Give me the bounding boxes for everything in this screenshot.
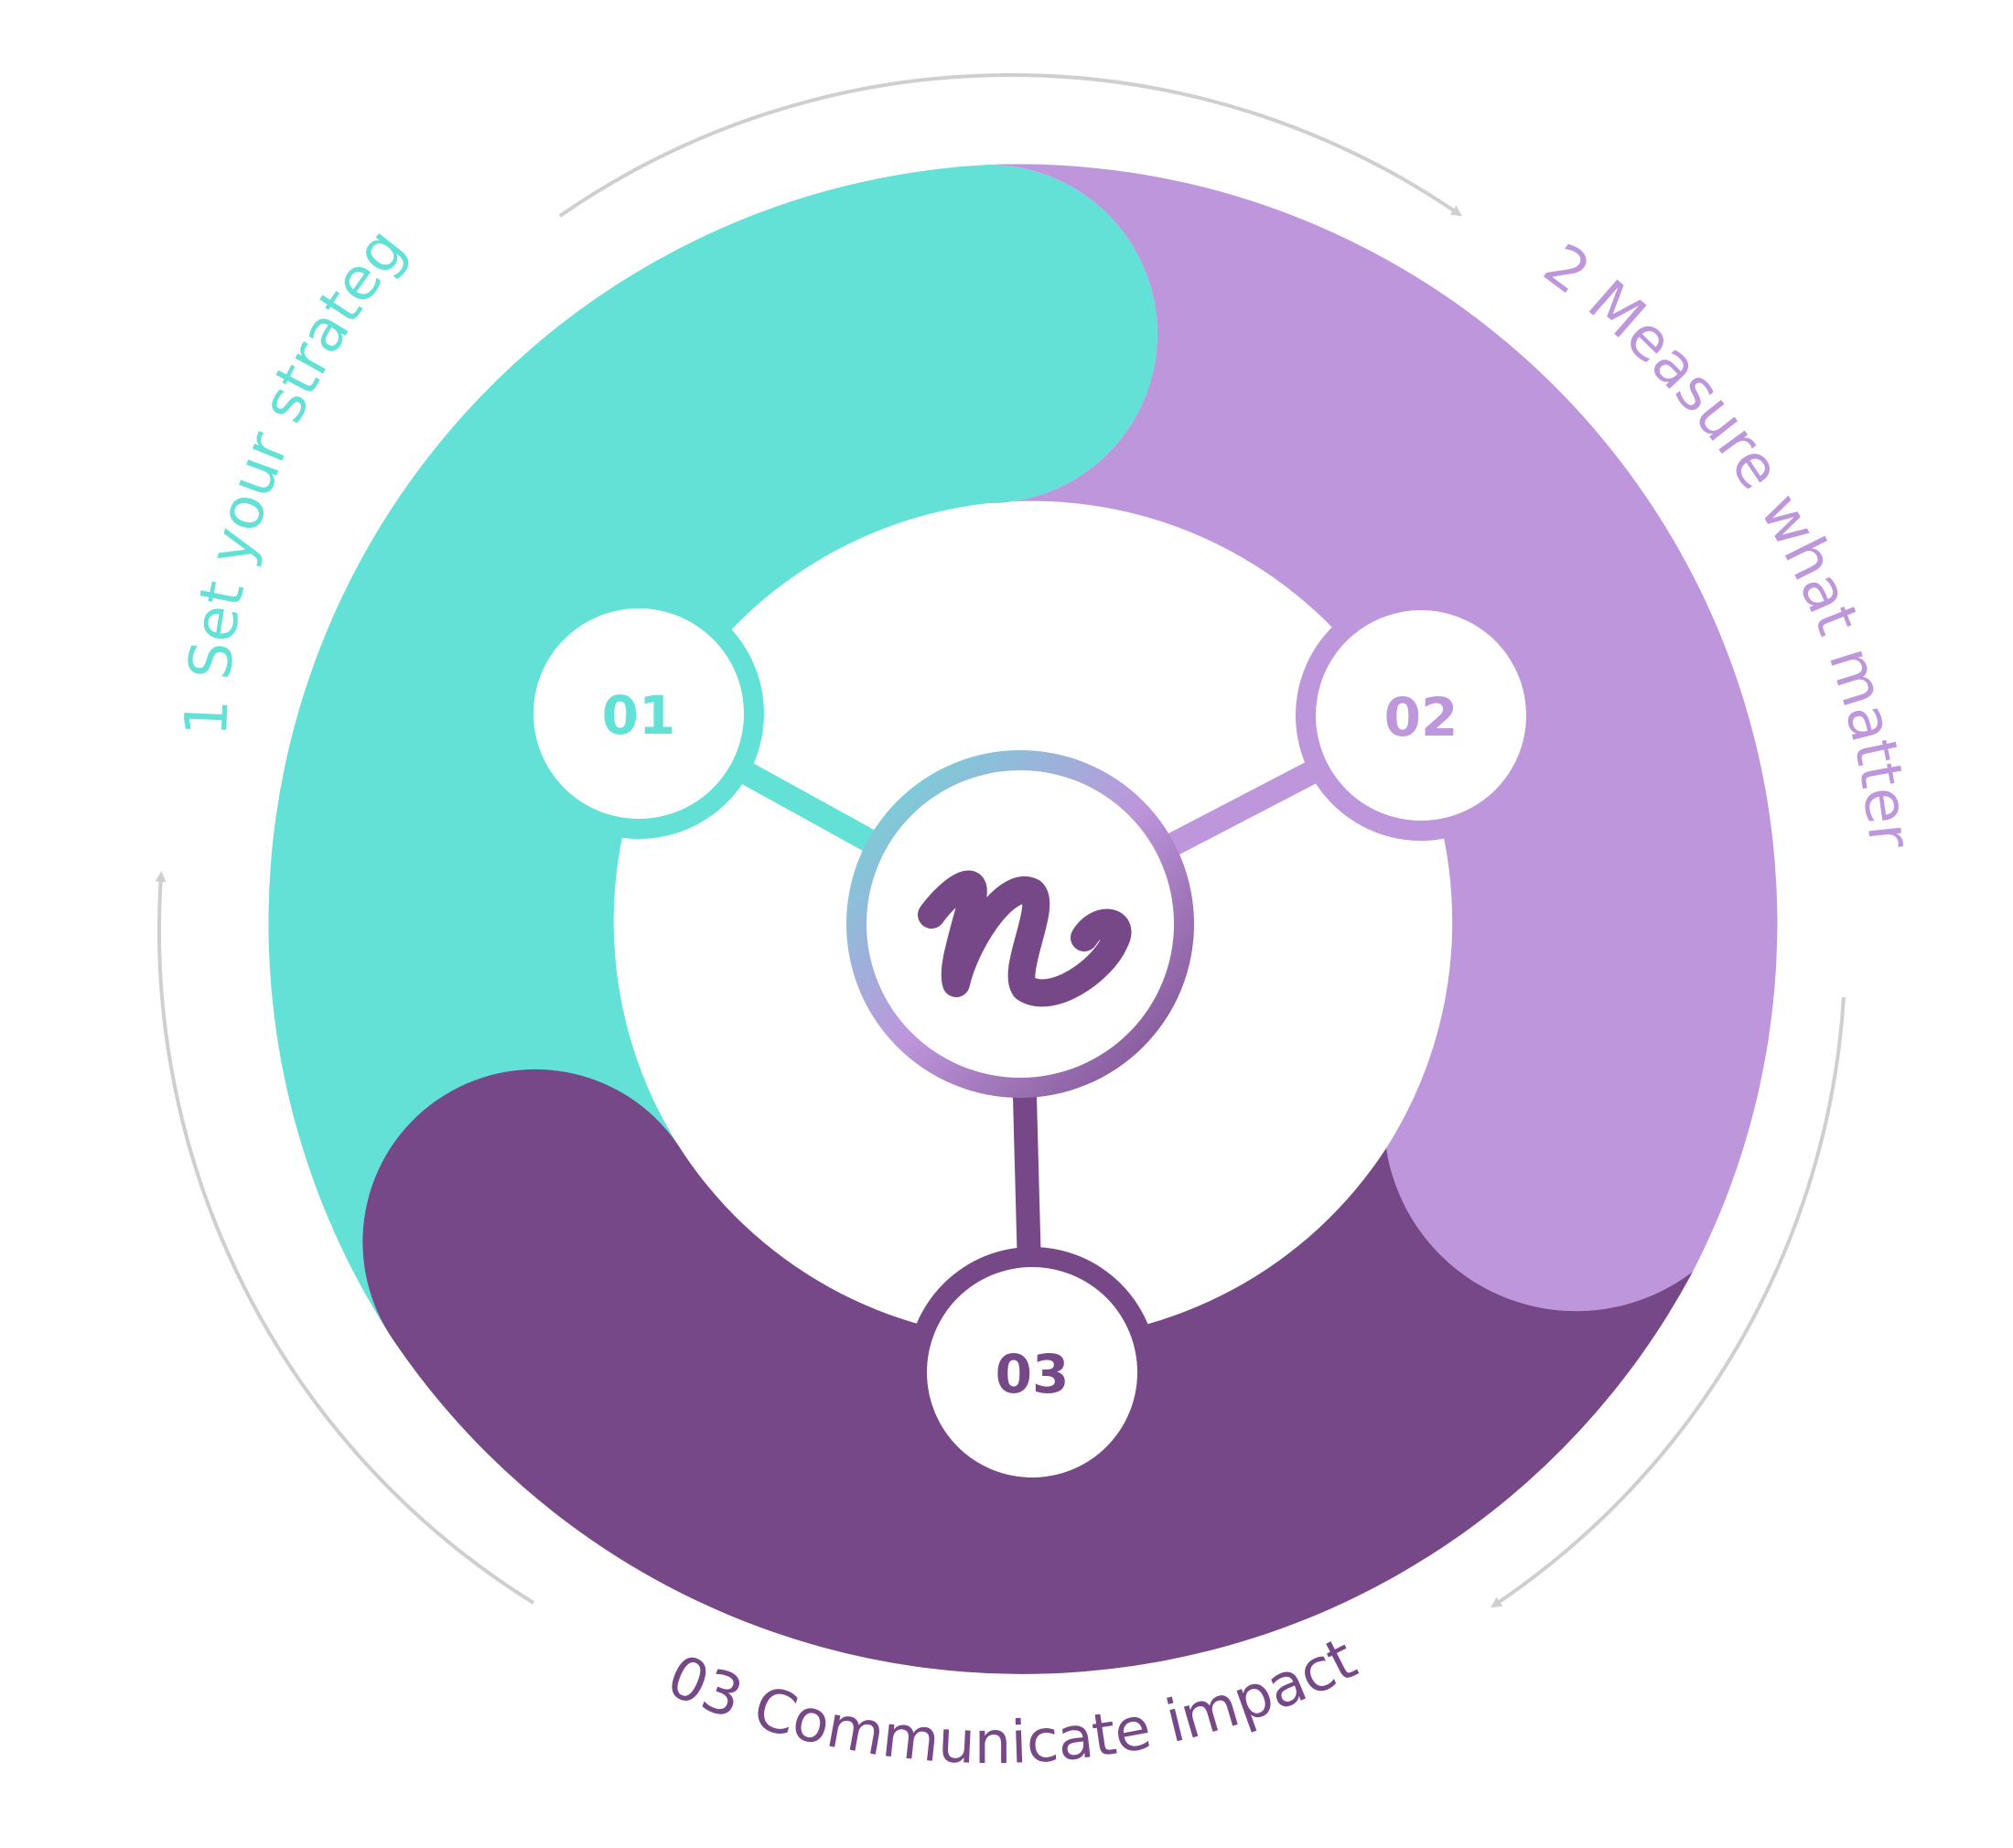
- arrow-top-icon: [558, 73, 1462, 218]
- arrow-right-icon: [1491, 996, 1846, 1608]
- node-01-number: 01: [602, 684, 676, 747]
- cycle-arrows: [155, 73, 1846, 1608]
- node-02[interactable]: 02: [1296, 590, 1546, 841]
- n-swirl-logo-icon: [918, 870, 1132, 1007]
- node-03[interactable]: 03: [907, 1247, 1157, 1498]
- node-02-number: 02: [1384, 686, 1459, 748]
- arrow-left-icon: [155, 871, 535, 1605]
- node-01[interactable]: 01: [513, 588, 764, 839]
- node-03-number: 03: [996, 1343, 1070, 1405]
- center-hub: [846, 750, 1194, 1098]
- segment-02-lavender: [988, 164, 1778, 1312]
